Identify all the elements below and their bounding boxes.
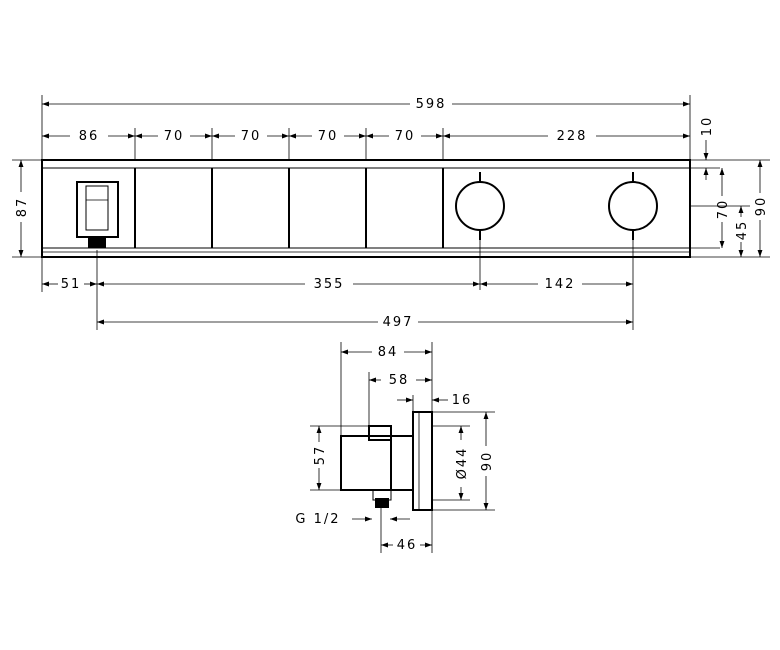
dim-90-side: 90	[480, 412, 495, 510]
dim-46: 46	[381, 538, 432, 553]
dim-label: G 1/2	[295, 512, 340, 527]
dim-label: 90	[754, 196, 769, 217]
dim-label: 70	[164, 129, 185, 144]
dim-label: 86	[79, 129, 100, 144]
dim-84: 84	[341, 345, 432, 360]
side-view	[340, 411, 433, 511]
dim-label: 142	[545, 277, 576, 292]
front-view	[41, 159, 691, 330]
cover-plate	[412, 411, 433, 511]
dim-label: 10	[700, 116, 715, 137]
dim-label: 45	[735, 220, 750, 241]
dim-58: 58	[369, 373, 432, 388]
dim-label: 228	[557, 129, 588, 144]
dim-bottom-row: 51 355 142	[42, 277, 633, 292]
dim-45: 45	[735, 206, 750, 257]
extension-lines	[12, 95, 770, 292]
dim-label: 51	[61, 277, 82, 292]
dim-label: 57	[313, 445, 328, 466]
dim-thread: G 1/2	[295, 512, 410, 527]
dim-label: 90	[480, 451, 495, 472]
dim-label: 87	[15, 197, 30, 218]
dim-10: 10	[700, 116, 715, 180]
thermostat-knob-icon	[455, 172, 505, 240]
dim-module-widths: 86 70 70 70 70 228	[42, 129, 690, 144]
dim-90-right: 90	[754, 160, 769, 257]
dim-label: 58	[389, 373, 410, 388]
dim-label: 70	[395, 129, 416, 144]
dim-label: 497	[383, 315, 414, 330]
dim-dia-44: Ø44	[455, 426, 470, 500]
dim-16: 16	[397, 393, 473, 408]
dim-497: 497	[97, 315, 633, 330]
dim-label: 70	[716, 199, 731, 220]
dim-label: 355	[314, 277, 345, 292]
dim-label: 70	[318, 129, 339, 144]
dim-598: 598	[42, 97, 690, 112]
volume-knob-icon	[608, 172, 658, 240]
dim-label: 46	[397, 538, 418, 553]
dim-87: 87	[15, 160, 30, 257]
dim-label: 16	[452, 393, 473, 408]
dim-70-right: 70	[716, 168, 731, 248]
dim-label: 70	[241, 129, 262, 144]
valve-body	[340, 435, 392, 491]
dim-label: Ø44	[455, 447, 470, 480]
dim-label: 598	[416, 97, 447, 112]
dim-57: 57	[313, 426, 328, 490]
dim-label: 84	[378, 345, 399, 360]
hose-holder-icon	[76, 181, 119, 248]
